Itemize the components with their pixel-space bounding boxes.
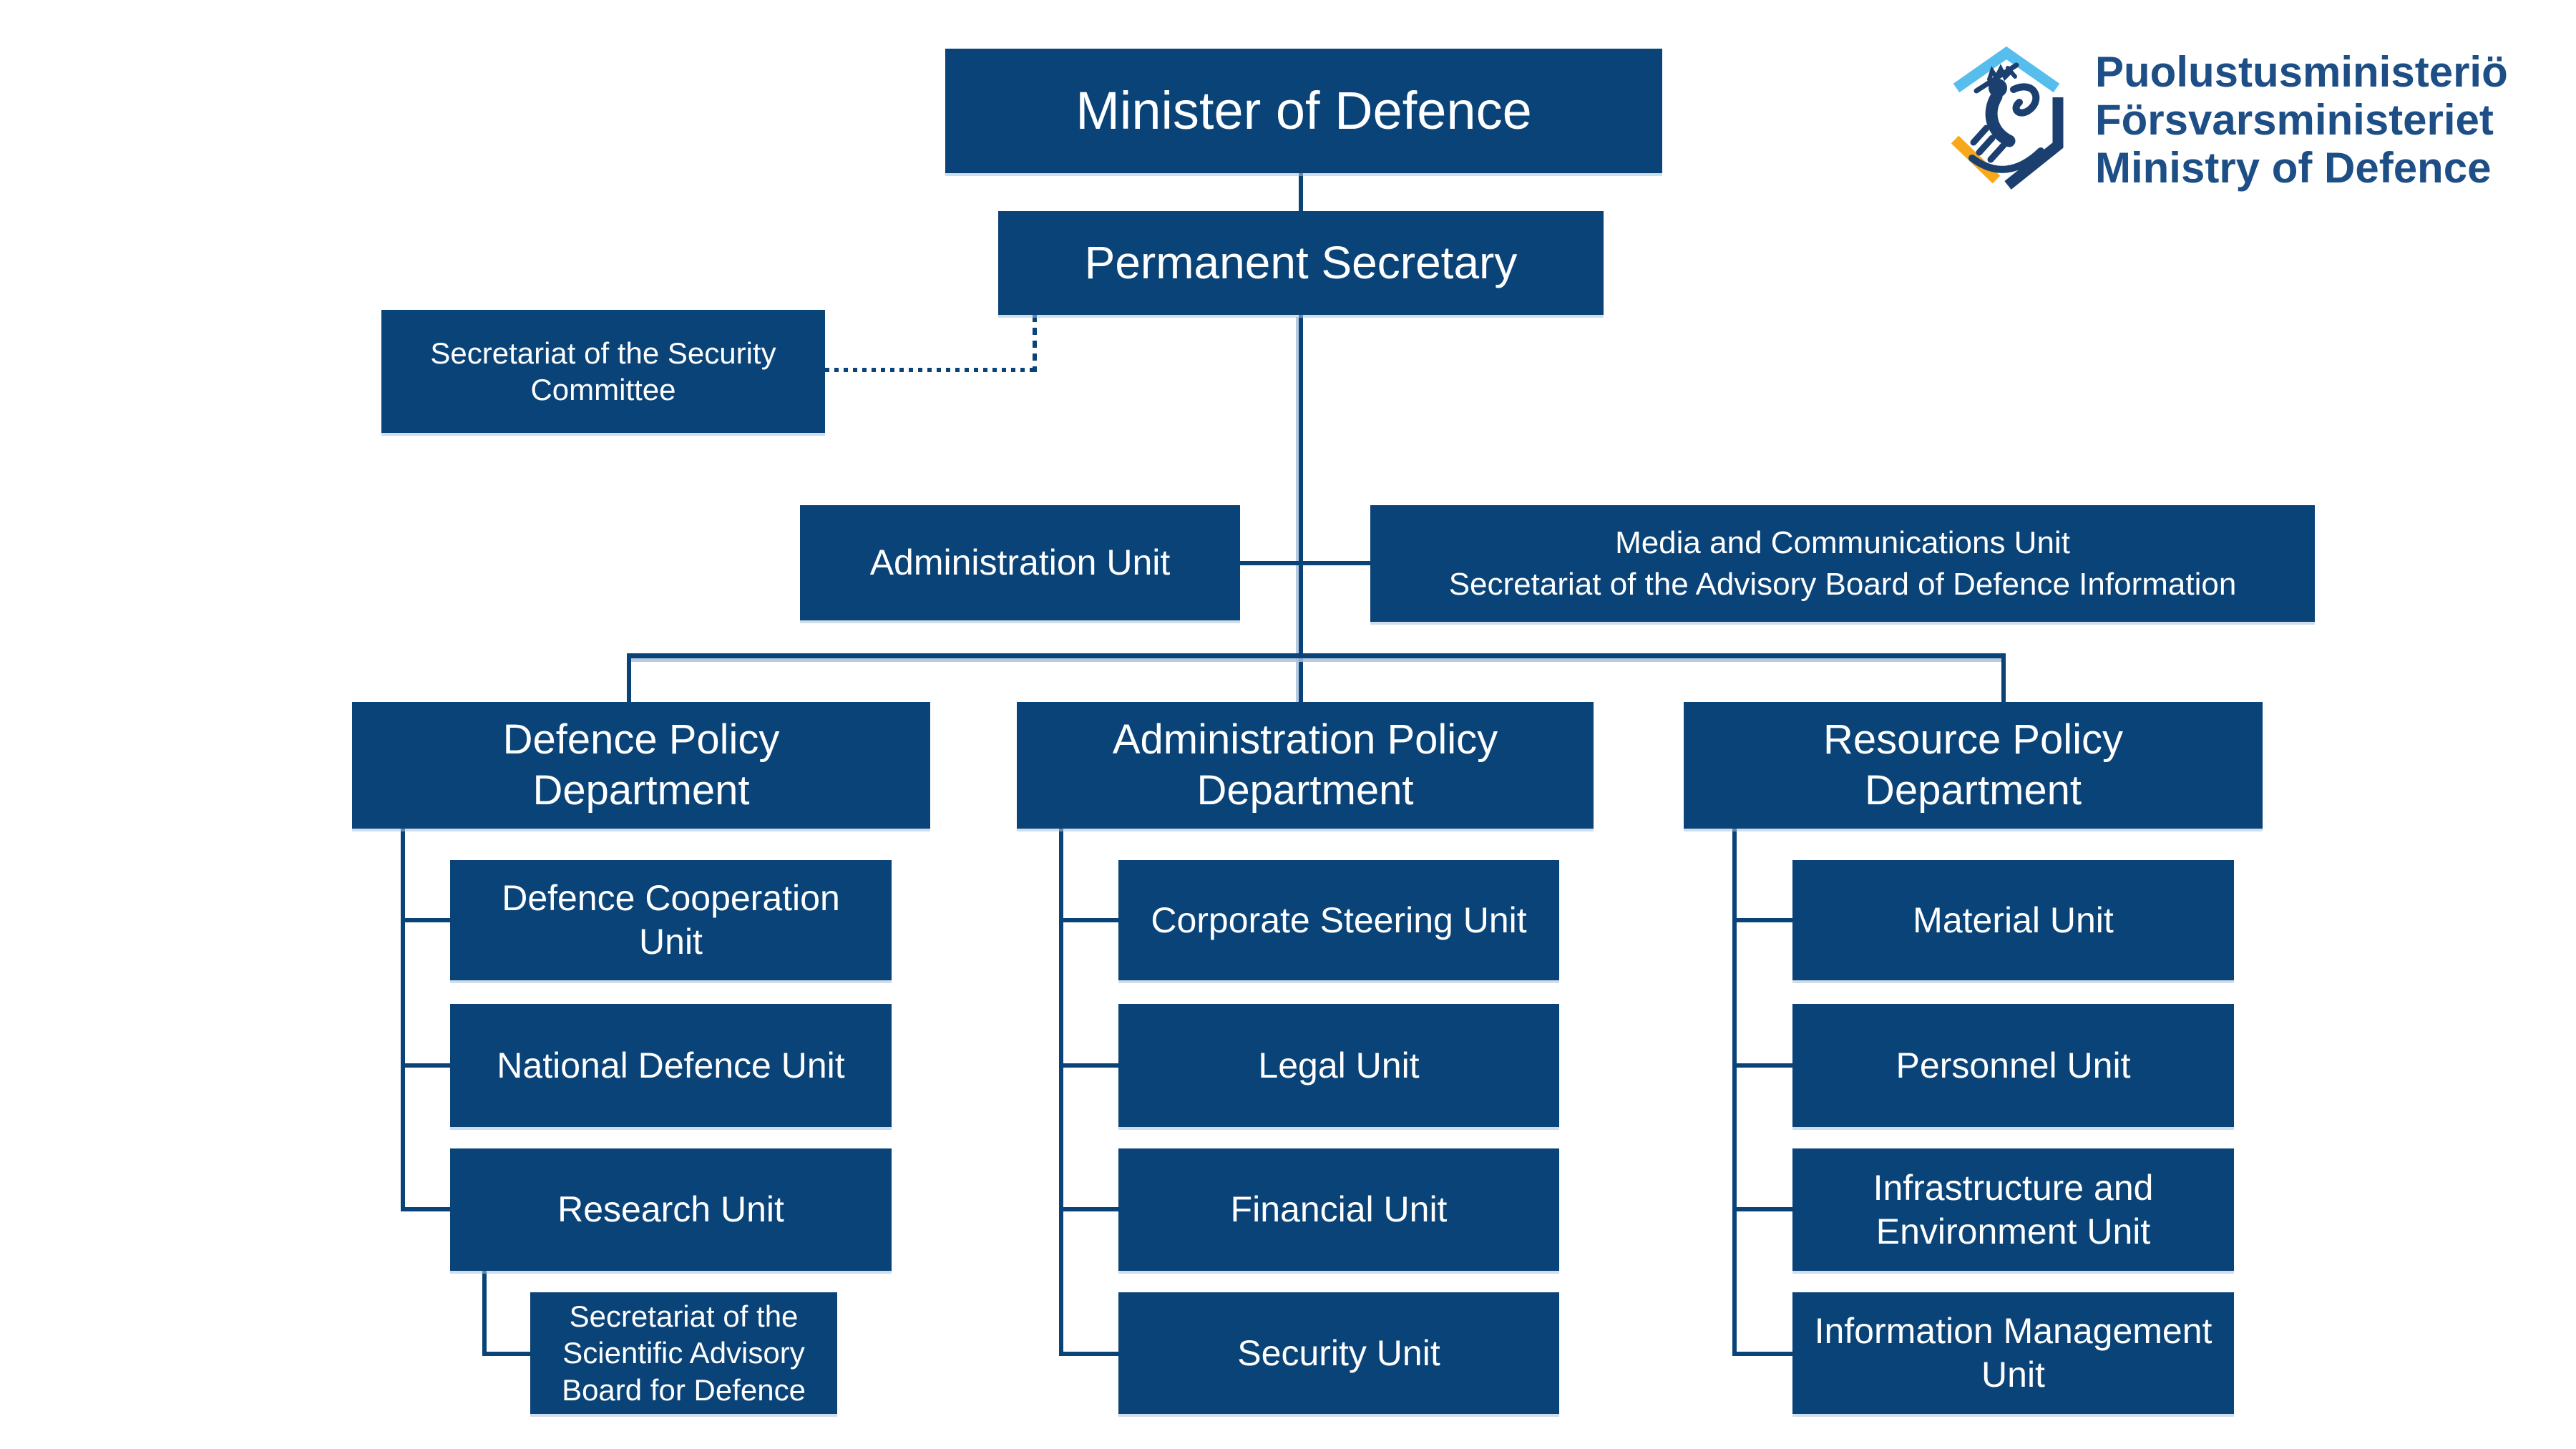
connector-trunk <box>1299 315 1303 705</box>
stub-research <box>401 1207 452 1211</box>
rail-resource-policy <box>1732 829 1737 1356</box>
org-node-label: Research Unit <box>557 1189 784 1229</box>
org-node-label: Defence Cooperation <box>502 878 840 918</box>
stub-defence-cooperation <box>401 918 452 922</box>
org-node-label: Unit <box>639 922 703 962</box>
ministry-logo: Puolustusministeriö Försvarsministeriet … <box>1945 44 2553 195</box>
org-node-minister: Minister of Defence <box>945 49 1662 173</box>
org-node-label: Legal Unit <box>1258 1045 1420 1085</box>
org-node-label: Personnel Unit <box>1896 1045 2131 1085</box>
connector-minister-secretary <box>1299 173 1303 213</box>
org-node-administration-unit: Administration Unit <box>800 505 1240 620</box>
org-node-defence-policy-department: Defence Policy Department <box>352 702 930 829</box>
org-node-label: Committee <box>530 373 676 406</box>
logo-name-fi: Puolustusministeriö <box>2095 47 2508 96</box>
org-node-label: Secretariat of the <box>569 1299 799 1334</box>
org-node-material-unit: Material Unit <box>1792 860 2234 980</box>
rail-administration-policy <box>1059 829 1063 1356</box>
stub-security <box>1059 1352 1118 1356</box>
org-node-label: Administration Unit <box>869 542 1171 582</box>
org-node-infrastructure-environment-unit: Infrastructure and Environment Unit <box>1792 1148 2234 1271</box>
stub-national-defence <box>401 1063 452 1068</box>
org-node-label: Secretariat of the Security <box>430 336 776 370</box>
org-node-national-defence-unit: National Defence Unit <box>450 1004 892 1127</box>
connector-security-committee-dotted <box>825 368 1035 372</box>
org-node-label: Board for Defence <box>562 1372 806 1407</box>
org-node-label: Corporate Steering Unit <box>1151 899 1527 940</box>
finnish-lion-shield-icon <box>1951 46 2064 190</box>
org-node-label: National Defence Unit <box>497 1045 845 1085</box>
connector-security-committee-dashed <box>1033 315 1037 372</box>
org-node-label: Defence Policy <box>502 716 780 763</box>
org-node-research-unit: Research Unit <box>450 1148 892 1271</box>
org-node-label: Secretariat of the Advisory Board of Def… <box>1448 566 2237 602</box>
org-node-corporate-steering-unit: Corporate Steering Unit <box>1118 860 1559 980</box>
org-node-permanent-secretary: Permanent Secretary <box>998 211 1604 315</box>
logo-name-en: Ministry of Defence <box>2095 143 2492 192</box>
org-node-label: Material Unit <box>1913 899 2114 940</box>
org-node-label: Media and Communications Unit <box>1615 525 2070 561</box>
stub-legal <box>1059 1063 1118 1068</box>
org-node-label: Minister of Defence <box>1075 80 1532 140</box>
org-node-information-management-unit: Information Management Unit <box>1792 1292 2234 1414</box>
stub-infrastructure <box>1732 1207 1795 1211</box>
org-node-security-committee-secretariat: Secretariat of the Security Committee <box>381 310 825 433</box>
org-node-label: Resource Policy <box>1823 716 2124 763</box>
org-node-label: Scientific Advisory <box>562 1336 805 1370</box>
org-node-label: Unit <box>1981 1355 2045 1395</box>
org-node-label: Department <box>1864 766 2082 814</box>
org-node-label: Department <box>1196 766 1414 814</box>
org-node-resource-policy-department: Resource Policy Department <box>1684 702 2263 829</box>
ministry-logo-wordmark: Puolustusministeriö Försvarsministeriet … <box>2095 48 2508 192</box>
stub-information-management <box>1732 1352 1795 1356</box>
org-node-defence-cooperation-unit: Defence Cooperation Unit <box>450 860 892 980</box>
org-node-label: Department <box>532 766 750 814</box>
org-node-scientific-advisory-secretariat: Secretariat of the Scientific Advisory B… <box>530 1292 837 1414</box>
org-node-label: Environment Unit <box>1875 1211 2151 1252</box>
org-node-legal-unit: Legal Unit <box>1118 1004 1559 1127</box>
stub-corporate-steering <box>1059 918 1118 922</box>
org-node-label: Permanent Secretary <box>1084 237 1518 289</box>
org-node-security-unit: Security Unit <box>1118 1292 1559 1414</box>
connector-departments-horizontal <box>627 653 2006 658</box>
org-node-label: Security Unit <box>1237 1332 1440 1373</box>
connector-drop-defence-policy <box>627 653 631 705</box>
org-node-financial-unit: Financial Unit <box>1118 1148 1559 1271</box>
org-node-label: Infrastructure and <box>1873 1167 2154 1208</box>
org-node-label: Administration Policy <box>1112 716 1498 763</box>
org-node-media-communications-unit: Media and Communications Unit Secretaria… <box>1370 505 2315 622</box>
org-node-label: Financial Unit <box>1230 1189 1448 1229</box>
org-node-administration-policy-department: Administration Policy Department <box>1017 702 1594 829</box>
logo-name-sv: Försvarsministeriet <box>2095 95 2494 144</box>
rail-defence-policy <box>401 829 405 1211</box>
stub-scientific-advisory <box>482 1352 532 1356</box>
stub-financial <box>1059 1207 1118 1211</box>
org-node-personnel-unit: Personnel Unit <box>1792 1004 2234 1127</box>
subrail-research <box>482 1271 487 1356</box>
org-node-label: Information Management <box>1814 1311 2212 1351</box>
connector-drop-resource-policy <box>2001 653 2006 705</box>
stub-personnel <box>1732 1063 1795 1068</box>
connector-adminunit-media <box>1240 561 1370 565</box>
stub-material <box>1732 918 1795 922</box>
